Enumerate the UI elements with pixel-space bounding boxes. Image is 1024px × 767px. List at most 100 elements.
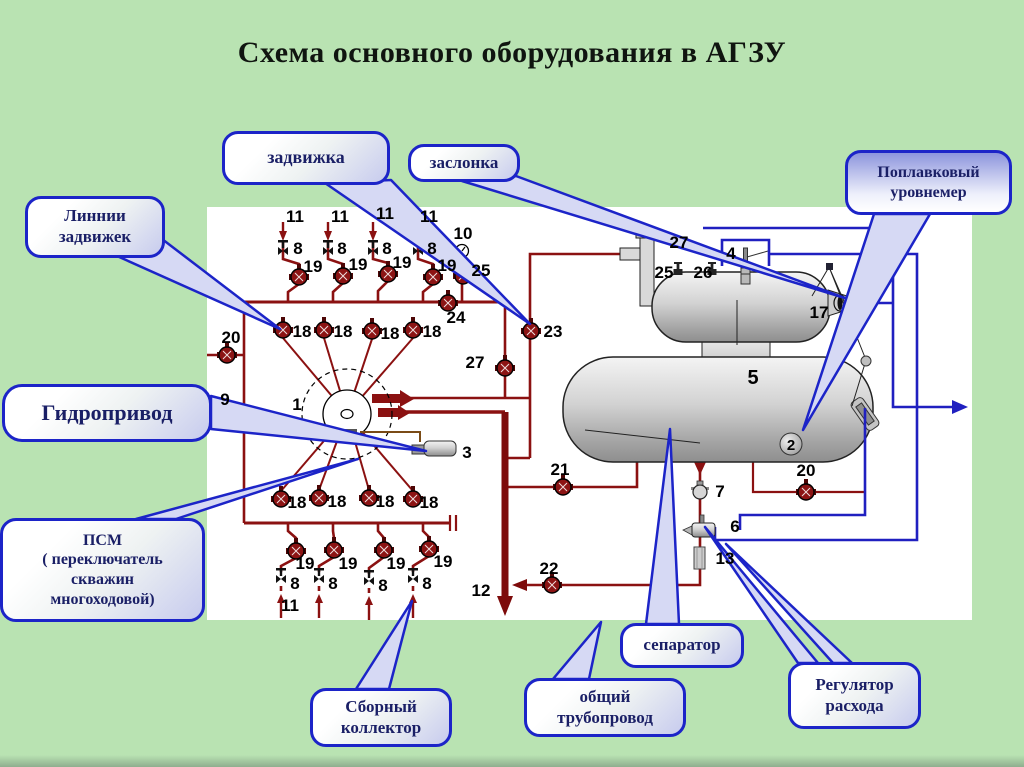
diagram-number: 20 (797, 461, 816, 480)
diagram-number: 19 (349, 255, 368, 274)
callout-zadvizhka: задвижка (222, 131, 390, 185)
diagram-number: 4 (726, 244, 736, 263)
slide-title: Схема основного оборудования в АГЗУ (237, 36, 787, 69)
diagram-number: 8 (293, 239, 302, 258)
diagram-number: 18 (423, 322, 442, 341)
callout-zaslonka: заслонка (408, 144, 520, 182)
diagram-number: 19 (304, 257, 323, 276)
slide-bottom-border (0, 755, 1024, 767)
diagram-number: 18 (328, 492, 347, 511)
inlet-stub (619, 247, 643, 261)
diagram-number: 11 (331, 207, 349, 226)
diagram-number: 20 (222, 328, 241, 347)
inlet-pipe (639, 235, 655, 307)
callout-label-line: расхода (825, 695, 884, 715)
callout-label-line: коллектор (340, 717, 422, 737)
linkage-pivot (826, 263, 833, 270)
diagram-number: 6 (730, 517, 739, 536)
diagram-number: 7 (715, 482, 724, 501)
insert-13 (693, 546, 706, 570)
diagram-number: 19 (393, 253, 412, 272)
diagram-number: 19 (387, 554, 406, 573)
callout-label-line: задвижек (58, 227, 132, 246)
callout-label-line: Линнии (64, 206, 126, 226)
tail-pipeline (551, 620, 603, 681)
diagram-number: 27 (466, 353, 485, 372)
common-pipeline-12 (497, 412, 527, 616)
diagram-number: 18 (420, 493, 439, 512)
diagram-number: 25 (472, 261, 491, 280)
callout-label-line: общий (579, 686, 631, 706)
diagram-number: 11 (286, 207, 304, 226)
vessel-internals (584, 300, 738, 444)
diagram-number: 8 (337, 239, 346, 258)
diagram-number: 21 (551, 460, 570, 479)
diagram-number: 8 (290, 574, 299, 593)
diagram-number: 3 (462, 443, 471, 462)
callout-label-line: Поплавковый (877, 163, 980, 181)
diagram-number: 2 (787, 437, 795, 454)
psm-outer-circle (301, 368, 393, 460)
diagram-number: 13 (716, 549, 735, 568)
callout-label-line: скважин (71, 571, 134, 588)
diagram-number: 8 (328, 574, 337, 593)
diagram-number: 17 (810, 303, 829, 322)
diagram-number: 10 (454, 224, 473, 243)
callout-label-line: многоходовой) (50, 590, 155, 608)
callout-label-line: уровнемер (890, 183, 967, 201)
diagram-number: 18 (381, 324, 400, 343)
diagram-number: 9 (220, 390, 229, 409)
callout-label-line: ( переключатель (42, 551, 163, 569)
callout-label-line: Гидропривод (41, 399, 173, 425)
diagram-number: 19 (296, 554, 315, 573)
drain-equipment (682, 480, 716, 570)
diagram-number: 11 (376, 204, 394, 223)
callout-psm: ПСМ ( переключатель скважин многоходовой) (0, 518, 205, 622)
diagram-number: 18 (376, 492, 395, 511)
diagram-number: 18 (288, 493, 307, 512)
float-ball (860, 355, 872, 367)
callout-label-line: Сборный (345, 696, 417, 716)
diagram-number: 1 (292, 395, 301, 414)
callout-label-line: ПСМ (82, 531, 123, 549)
diagram-number: 22 (540, 559, 559, 578)
callout-label-line: Регулятор (815, 674, 894, 694)
callout-label-line: трубопровод (557, 707, 653, 727)
diagram-number: 8 (422, 574, 431, 593)
callout-float-level-gauge: Поплавковый уровнемер (845, 150, 1012, 215)
separator-group (562, 230, 880, 463)
diagram-number: 26 (694, 263, 713, 282)
diagram-number: 11 (420, 207, 438, 226)
diagram-number: 19 (438, 256, 457, 275)
diagram-number: 5 (747, 367, 758, 389)
diagram-number: 8 (382, 239, 391, 258)
callout-label-line: задвижка (267, 147, 345, 168)
valve-7 (691, 480, 709, 500)
diagram-number: 23 (544, 322, 563, 341)
callout-separator: сепаратор (620, 623, 744, 668)
diagram-number: 24 (447, 308, 466, 327)
gas-out-arrow (952, 400, 968, 414)
diagram-number: 19 (434, 552, 453, 571)
callout-hydraulic-drive: Гидропривод (2, 384, 212, 442)
diagram-number: 11 (281, 596, 299, 615)
diagram-number: 18 (293, 322, 312, 341)
level-gauge-port-2 (779, 432, 803, 456)
callout-label-line: сепаратор (643, 635, 721, 655)
diagram-number: 12 (472, 581, 491, 600)
diagram-number: 19 (339, 554, 358, 573)
diagram-number: 8 (427, 239, 436, 258)
callout-label-line: заслонка (429, 152, 499, 172)
diagram-number: 18 (334, 322, 353, 341)
well-arrows (277, 222, 706, 620)
callout-tails (115, 174, 932, 691)
diagram-number: 8 (378, 576, 387, 595)
diagram-number: 25 (655, 263, 674, 282)
